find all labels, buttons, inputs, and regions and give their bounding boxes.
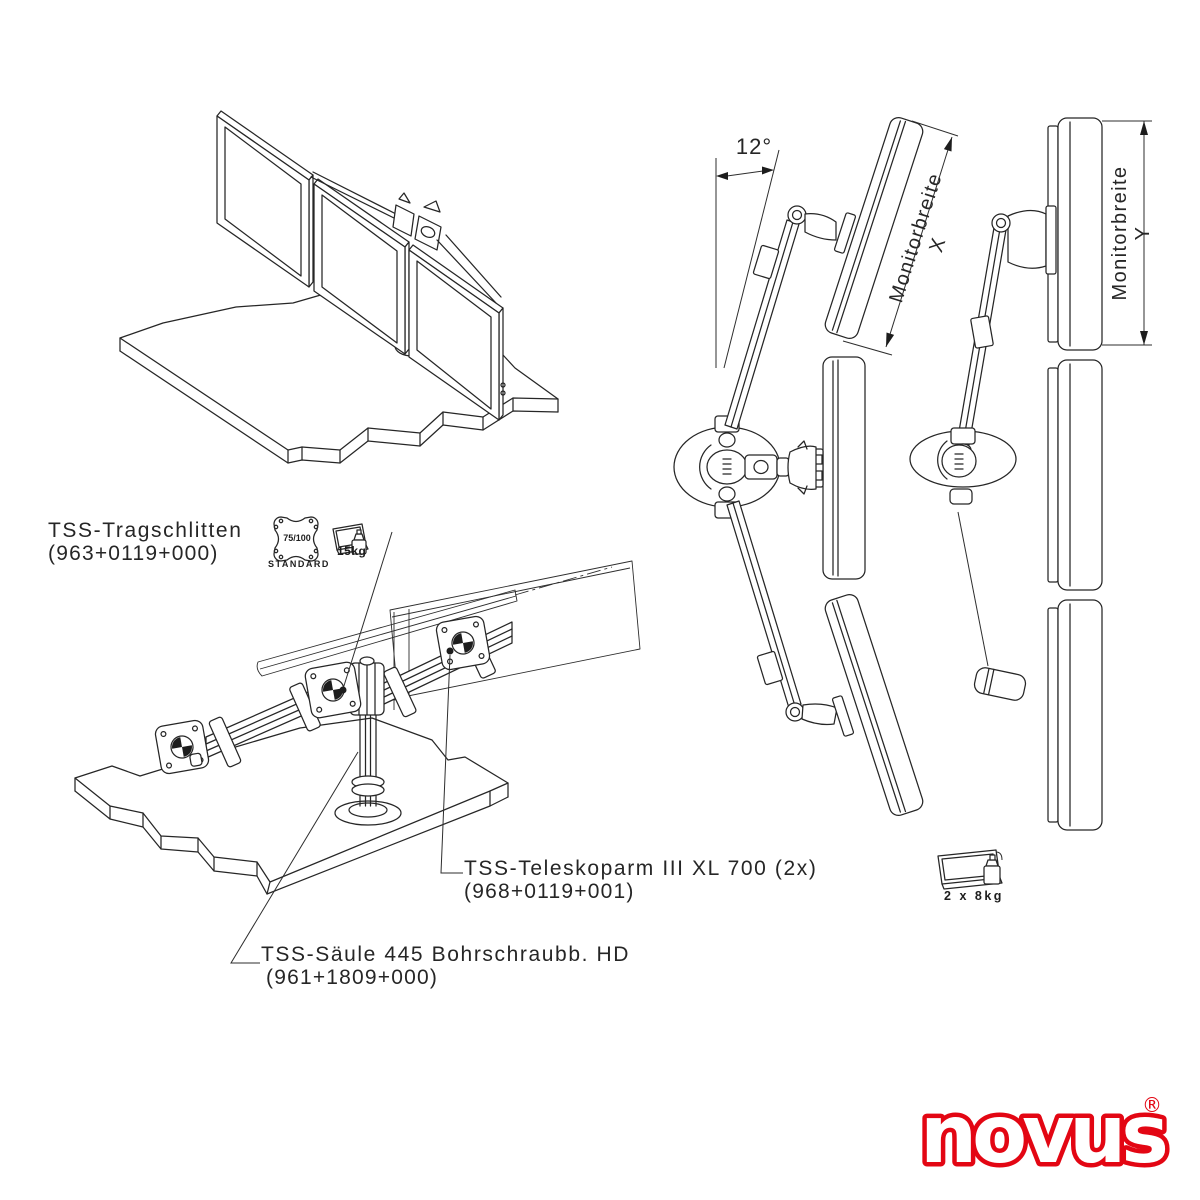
leader-lines	[230, 531, 463, 964]
arm-lower	[726, 500, 855, 737]
novus-logo: novus ®	[916, 1084, 1175, 1186]
illustration-iso-triple-monitor	[119, 110, 559, 464]
label-tragschlitten-code: (963+0119+000)	[48, 542, 219, 565]
label-saeule-name: TSS-Säule 445 Bohrschraubb. HD	[261, 943, 630, 966]
illustration-top-view-flat	[909, 117, 1152, 831]
label-teleskoparm: TSS-Teleskoparm III XL 700 (2x) (968+011…	[464, 857, 817, 903]
mount-rail-clamp	[310, 171, 502, 304]
angle-label: 12°	[735, 134, 773, 159]
monitor-top-view-center	[812, 356, 866, 580]
load-15kg-label: 15kg	[337, 544, 367, 558]
ghost-crossbar	[256, 566, 613, 677]
arm-center-short	[744, 440, 817, 495]
vesa-carriage-right	[435, 615, 491, 671]
monitor-width-y-dimension	[1102, 120, 1152, 346]
column	[334, 656, 402, 826]
registered-mark: ®	[1142, 1093, 1162, 1117]
monitor-center	[313, 178, 410, 355]
vesa-icon	[273, 516, 319, 562]
loose-cap	[957, 511, 1027, 701]
novus-logo-text: novus	[920, 1088, 1165, 1181]
vesa-carriage-center	[304, 661, 362, 719]
illustration-top-view-angled	[673, 116, 959, 817]
angle-dimension	[715, 149, 780, 369]
monitor-width-y-label: Monitorbreite Y	[1109, 165, 1154, 301]
load-15kg-icon	[332, 523, 369, 555]
monitor-row-side	[1047, 117, 1103, 831]
monitor-left	[216, 110, 314, 288]
label-tragschlitten: TSS-Tragschlitten (963+0119+000)	[48, 519, 242, 565]
monitor-width-x-dimension	[842, 120, 959, 356]
monitor-top-view-lower	[824, 593, 924, 817]
monitor-right	[408, 244, 506, 421]
column-hub-top-view	[673, 415, 781, 519]
label-saeule-code: (961+1809+000)	[266, 966, 439, 989]
vesa-standard-label: STANDARD	[268, 559, 330, 569]
load-2x8kg-icon	[937, 849, 1003, 890]
desk-edge-2	[74, 790, 509, 895]
monitor-top-view-upper	[824, 116, 924, 340]
arm-upper	[724, 205, 857, 430]
desk-edge	[119, 350, 559, 464]
label-saeule: TSS-Säule 445 Bohrschraubb. HD (961+1809…	[261, 943, 630, 989]
vesa-size-label: 75/100	[283, 533, 311, 543]
illustration-mount-assembly	[74, 531, 641, 964]
ghost-monitor-panel	[389, 560, 641, 710]
label-teleskoparm-name: TSS-Teleskoparm III XL 700 (2x)	[464, 857, 818, 880]
desk-surface-2	[74, 717, 509, 883]
vesa-carriage-left	[154, 719, 210, 775]
arm-side-view	[956, 205, 1057, 446]
load-2x8kg-label: 2 x 8kg	[944, 889, 1004, 903]
label-teleskoparm-code: (968+0119+001)	[464, 880, 635, 903]
column-hub-side	[909, 427, 1017, 505]
label-tragschlitten-name: TSS-Tragschlitten	[48, 519, 243, 542]
